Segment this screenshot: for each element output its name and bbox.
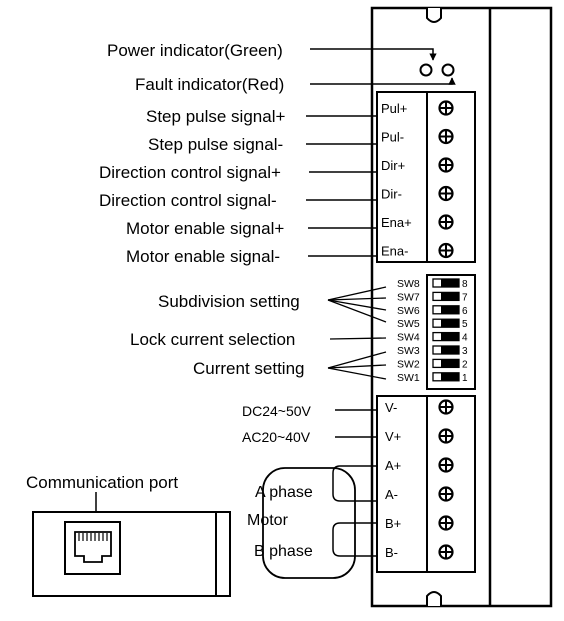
dip-switch-number: 7 [462,292,468,303]
dip-switch-number: 6 [462,306,468,317]
a-phase-label: A phase [255,484,313,501]
screw-terminal-icon [438,544,454,560]
signal-terminal-block [376,91,476,263]
terminal-label: V- [385,400,397,415]
screw-terminal-icon [438,515,454,531]
terminal-label: A+ [385,458,401,473]
power-indicator-label: Power indicator(Green) [107,41,283,60]
communication-port-label: Communication port [26,473,178,492]
screw-terminal-icon [438,242,454,259]
current-setting-label: Current setting [193,359,305,378]
dip-switch-toggle[interactable] [432,318,460,328]
terminal-label: Ena+ [381,215,412,230]
dip-switch-toggle[interactable] [432,291,460,302]
enable-plus-label: Motor enable signal+ [126,219,284,238]
dip-switch-toggle[interactable] [432,358,460,369]
screw-terminal-icon [438,214,454,230]
terminal-label: Dir+ [381,158,405,173]
dip-switch-number: 3 [462,346,468,357]
screw-terminal-icon [438,100,454,116]
dip-switch-label: SW3 [397,345,420,357]
dip-switch-toggle[interactable] [432,345,460,355]
dip-switch-label: SW1 [397,372,420,384]
dip-switch-number: 1 [462,373,468,384]
dip-switch-toggle[interactable] [432,372,460,382]
dip-switch-number: 8 [462,279,468,290]
direction-plus-label: Direction control signal+ [99,163,281,182]
dip-switch-label: SW2 [397,358,420,370]
screw-terminal-icon [438,157,454,173]
fault-led-icon [441,63,455,77]
power-indicator-callout: Power indicator(Green) [107,41,437,61]
dip-switch-toggle[interactable] [432,331,460,342]
signal-callouts: Step pulse signal+ Step pulse signal- Di… [99,107,377,266]
terminal-label: Dir- [381,187,402,202]
b-phase-label: B phase [254,543,313,560]
subdivision-callout: Subdivision setting [158,286,387,323]
lock-current-selection-label: Lock current selection [130,330,295,349]
screw-terminal-icon [438,428,454,444]
power-led-icon [419,63,433,77]
current-setting-callout: Current setting [193,351,387,380]
power-supply-callout: DC24~50V AC20~40V [242,403,377,445]
power-terminal-block [376,395,476,573]
step-pulse-plus-label: Step pulse signal+ [146,107,285,126]
screw-terminal-icon [438,457,454,473]
dip-switch [426,274,476,390]
rj45-port-icon [64,521,121,575]
motor-label: Motor [247,512,289,529]
terminal-label: B+ [385,516,401,531]
terminal-label: B- [385,545,398,560]
terminal-label: Pul- [381,130,404,145]
fault-indicator-label: Fault indicator(Red) [135,75,284,94]
step-pulse-minus-label: Step pulse signal- [148,135,283,154]
dip-switch-label: SW5 [397,318,420,330]
dip-switch-toggle[interactable] [432,305,460,315]
dip-switch-label: SW6 [397,305,420,317]
communication-port-device: Communication port [26,473,231,597]
dip-switch-number: 5 [462,319,468,330]
screw-terminal-icon [438,185,454,202]
dip-switch-number: 2 [462,359,468,370]
subdivision-setting-label: Subdivision setting [158,292,300,311]
enable-minus-label: Motor enable signal- [126,247,280,266]
screw-terminal-icon [438,128,454,145]
dip-switch-toggle[interactable] [432,278,460,288]
dip-switch-label: SW7 [397,291,420,303]
dip-switch-number: 4 [462,333,468,344]
ac-voltage-label: AC20~40V [242,429,311,445]
screw-terminal-icon [438,486,454,502]
fault-indicator-callout: Fault indicator(Red) [135,75,456,94]
dc-voltage-label: DC24~50V [242,403,312,419]
dip-switch-label: SW8 [397,278,420,290]
screw-terminal-icon [438,399,454,415]
terminal-label: Pul+ [381,101,407,116]
motor-symbol: A phase Motor B phase [247,465,377,579]
dip-switch-label: SW4 [397,332,420,344]
terminal-label: A- [385,487,398,502]
terminal-label: Ena- [381,244,408,259]
lock-current-callout: Lock current selection [130,330,387,349]
direction-minus-label: Direction control signal- [99,191,277,210]
terminal-label: V+ [385,429,401,444]
